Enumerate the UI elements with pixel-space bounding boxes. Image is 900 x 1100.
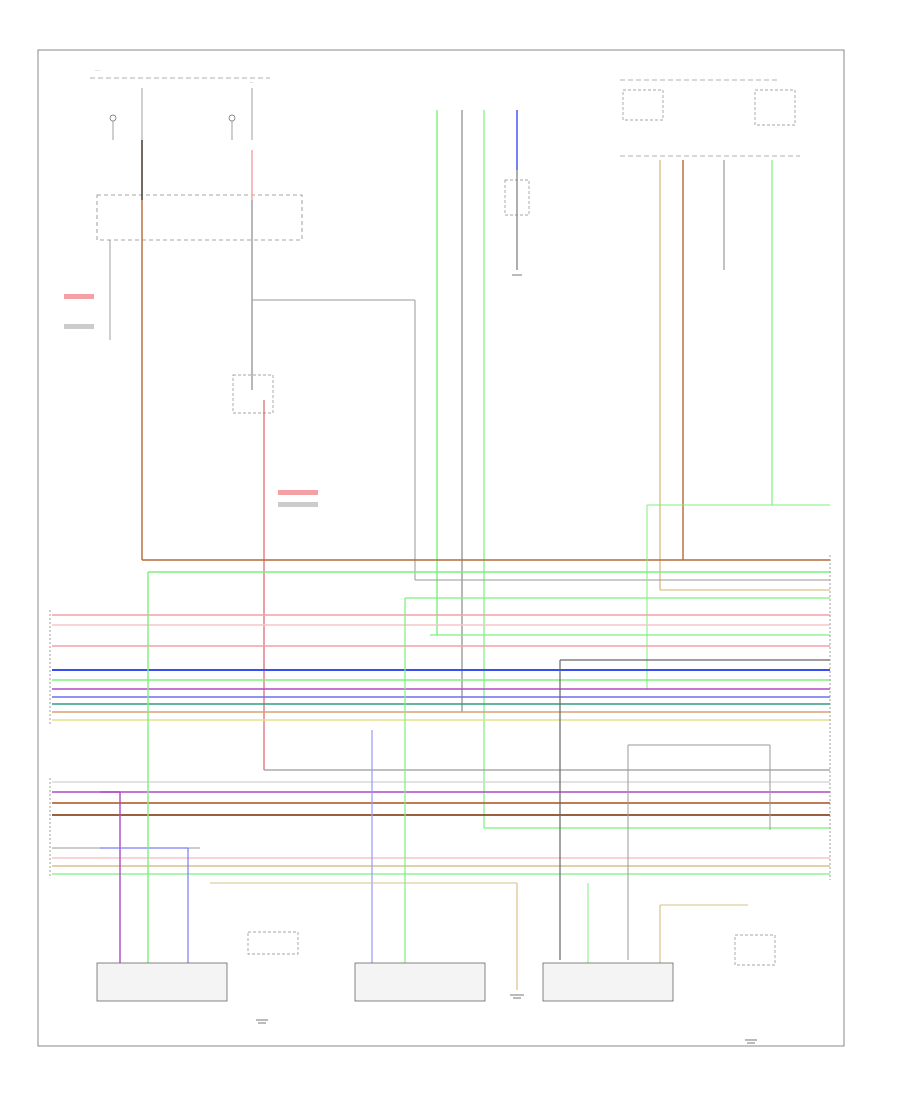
right-sensor [734,934,776,966]
top-left-fuse-group: ····· ··· [90,69,270,140]
ground-1 [256,1019,268,1024]
svg-text:·····: ····· [95,69,101,73]
module-feeds [100,572,748,990]
combination-switch [232,374,274,414]
module-left [96,962,228,1002]
left-connector [64,240,111,340]
module-right [542,962,674,1002]
upper-harness [52,504,830,721]
module-center [354,962,486,1002]
top-right-fuse-group [620,79,800,157]
ground-2 [510,994,524,999]
sensor-connector [278,490,318,507]
diagram-border [37,49,845,1047]
svg-text:···: ··· [250,81,253,85]
middle-relay [247,931,299,955]
junction-block [96,194,303,241]
ground-3 [745,1039,757,1044]
lower-harness [52,769,830,875]
switch-box-tc [504,179,530,216]
